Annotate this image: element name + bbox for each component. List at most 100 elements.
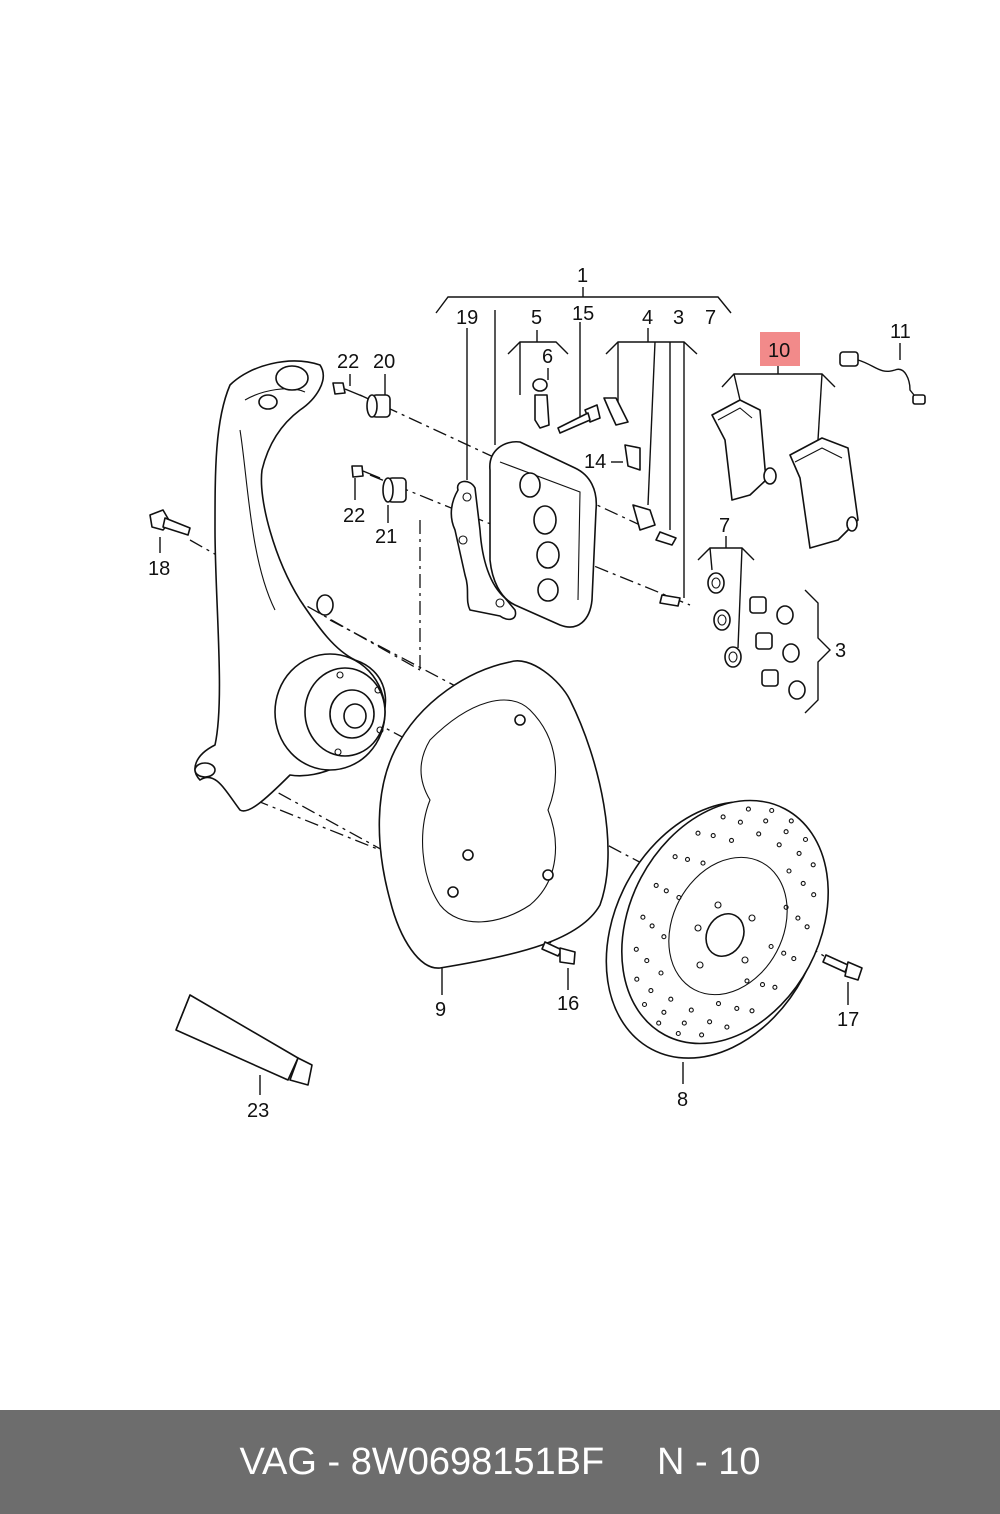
drill-hole bbox=[641, 1001, 648, 1008]
callout-16: 16 bbox=[557, 993, 579, 1015]
drill-hole bbox=[783, 904, 789, 910]
drill-hole bbox=[688, 1007, 694, 1013]
drill-hole bbox=[786, 868, 792, 874]
drill-hole bbox=[791, 956, 797, 962]
wear-sensor bbox=[839, 351, 926, 405]
drill-hole bbox=[811, 892, 817, 898]
callout-3-top: 3 bbox=[673, 307, 684, 329]
drill-hole bbox=[715, 1001, 722, 1007]
drill-hole bbox=[661, 934, 667, 940]
footer-gap bbox=[604, 1441, 657, 1484]
drill-hole bbox=[644, 958, 650, 964]
drill-hole bbox=[663, 888, 669, 894]
drill-hole bbox=[744, 978, 750, 984]
drill-hole bbox=[699, 1032, 705, 1038]
callout-11: 11 bbox=[890, 321, 911, 343]
caliper-adapter-19 bbox=[450, 480, 517, 621]
drill-hole bbox=[728, 837, 735, 843]
callout-17: 17 bbox=[837, 1009, 859, 1031]
callout-22-upper: 22 bbox=[337, 351, 359, 373]
drill-hole bbox=[649, 923, 655, 929]
drill-hole bbox=[684, 856, 691, 862]
footer-separator: - bbox=[316, 1440, 351, 1483]
drill-hole bbox=[763, 818, 769, 824]
callout-19: 19 bbox=[456, 307, 478, 329]
callout-3-right: 3 bbox=[835, 640, 846, 662]
footer-bar: VAG - 8W0698151BF N - 10 bbox=[0, 1410, 1000, 1514]
steering-knuckle bbox=[194, 360, 387, 812]
callout-labels: 1 19 5 15 4 3 7 6 22 20 14 22 21 18 10 1… bbox=[148, 265, 911, 1122]
drill-hole bbox=[734, 1005, 740, 1011]
bolt-16 bbox=[541, 941, 576, 965]
callout-23: 23 bbox=[247, 1100, 269, 1122]
callout-10: 10 bbox=[768, 340, 790, 362]
callout-15: 15 bbox=[572, 303, 594, 325]
piston-seals bbox=[707, 572, 806, 700]
drill-hole bbox=[681, 1020, 687, 1026]
drill-hole bbox=[707, 1019, 713, 1025]
drill-hole bbox=[648, 988, 654, 994]
drill-hole bbox=[795, 915, 801, 921]
drill-hole bbox=[781, 950, 787, 956]
callout-14: 14 bbox=[584, 451, 606, 473]
brake-disc bbox=[605, 799, 829, 1059]
drill-hole bbox=[783, 829, 789, 835]
exploded-parts-diagram: 1 19 5 15 4 3 7 6 22 20 14 22 21 18 10 1… bbox=[148, 265, 926, 1122]
drill-hole bbox=[640, 914, 646, 920]
drill-hole bbox=[759, 982, 766, 988]
callout-7-top: 7 bbox=[705, 307, 716, 329]
drill-hole bbox=[653, 882, 659, 888]
callout-5: 5 bbox=[531, 307, 542, 329]
drill-hole bbox=[710, 833, 716, 839]
callout-brackets bbox=[159, 287, 901, 1095]
callout-22-lower: 22 bbox=[343, 505, 365, 527]
drill-hole bbox=[776, 842, 782, 848]
drill-hole bbox=[676, 894, 682, 901]
drill-hole bbox=[700, 860, 706, 866]
drill-hole bbox=[769, 807, 775, 814]
grease-tube bbox=[175, 994, 313, 1086]
footer-brand: VAG bbox=[239, 1440, 317, 1483]
drill-hole bbox=[661, 1009, 667, 1015]
callout-6: 6 bbox=[542, 346, 553, 368]
bolt-17 bbox=[822, 954, 863, 981]
splash-shield bbox=[378, 660, 609, 969]
footer-part-number: 8W0698151BF bbox=[350, 1440, 605, 1483]
drill-hole bbox=[749, 1008, 755, 1014]
drill-hole bbox=[810, 862, 816, 868]
drill-hole bbox=[633, 946, 639, 952]
drill-hole bbox=[800, 880, 806, 886]
bushings-and-bolts bbox=[332, 378, 681, 607]
drill-hole bbox=[668, 996, 674, 1002]
highlight-box bbox=[760, 332, 800, 366]
callout-1: 1 bbox=[577, 265, 588, 287]
drill-hole bbox=[802, 836, 809, 843]
drill-hole bbox=[788, 818, 794, 824]
callout-20: 20 bbox=[373, 351, 395, 373]
drill-hole bbox=[695, 830, 701, 836]
bolt-18 bbox=[149, 509, 191, 536]
drill-hole bbox=[768, 943, 774, 950]
callout-21: 21 bbox=[375, 526, 397, 548]
callout-9: 9 bbox=[435, 999, 446, 1021]
callout-18: 18 bbox=[148, 558, 170, 580]
callout-4: 4 bbox=[642, 307, 653, 329]
drill-hole bbox=[675, 1030, 681, 1037]
drill-hole bbox=[804, 924, 810, 930]
brake-pads bbox=[711, 399, 859, 549]
brake-caliper bbox=[489, 441, 598, 628]
drill-hole bbox=[656, 1020, 662, 1026]
drill-hole bbox=[634, 976, 640, 982]
drill-hole bbox=[720, 814, 726, 820]
drill-hole bbox=[745, 806, 751, 812]
drill-hole bbox=[756, 831, 762, 837]
drill-hole bbox=[737, 819, 743, 825]
drill-hole bbox=[772, 984, 778, 990]
footer-position: N - 10 bbox=[657, 1440, 761, 1483]
drill-hole bbox=[724, 1024, 730, 1030]
callout-7-right: 7 bbox=[719, 515, 730, 537]
disc-drill-holes bbox=[633, 806, 817, 1038]
drill-hole bbox=[672, 854, 678, 860]
callout-8: 8 bbox=[677, 1089, 688, 1111]
drill-hole bbox=[796, 850, 802, 856]
